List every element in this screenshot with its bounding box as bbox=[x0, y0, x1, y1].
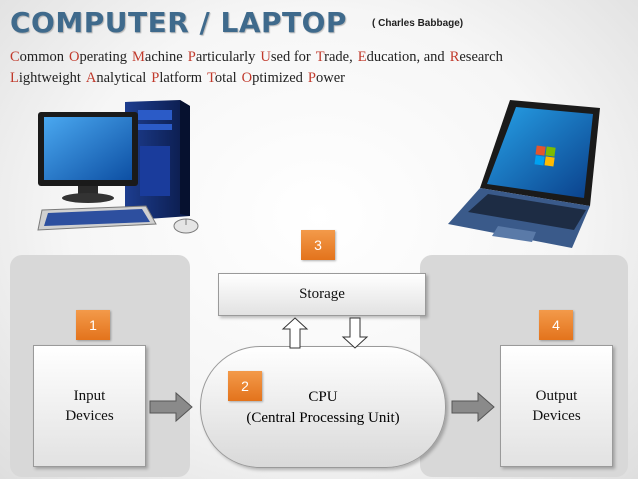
acronym-word: Power bbox=[308, 70, 345, 86]
acronym-initial: O bbox=[68, 49, 80, 65]
acronym-word: Optimized bbox=[242, 70, 303, 86]
acronym-word: Used for bbox=[260, 49, 310, 65]
acronym-initial: P bbox=[307, 70, 316, 86]
output-devices-box: Output Devices bbox=[500, 345, 613, 467]
cpu-label: CPU bbox=[308, 389, 338, 405]
acronym-initial: U bbox=[260, 49, 271, 65]
acronym-word: Operating bbox=[69, 49, 127, 65]
acronym-rest: perating bbox=[79, 49, 127, 65]
acronym-initial: C bbox=[10, 49, 20, 65]
acronym-word: Trade, bbox=[316, 49, 353, 65]
cpu-sublabel: (Central Processing Unit) bbox=[246, 410, 400, 426]
acronym-rest: articularly bbox=[195, 49, 256, 65]
desktop-computer-image bbox=[37, 100, 199, 234]
arrow-cpu-to-output bbox=[451, 391, 495, 423]
acronym-word: Common bbox=[10, 49, 64, 65]
acronym-rest: achine bbox=[144, 49, 183, 65]
acronym-word: Platform bbox=[151, 70, 202, 86]
output-label-line1: Output bbox=[535, 388, 578, 404]
arrow-storage-to-cpu bbox=[341, 317, 369, 349]
input-devices-box: Input Devices bbox=[33, 345, 146, 467]
acronym-rest: rade, bbox=[324, 49, 353, 65]
acronym-word: Research bbox=[450, 49, 503, 65]
acronym-word: Lightweight bbox=[10, 70, 81, 86]
acronym-word: Analytical bbox=[86, 70, 146, 86]
page-subtitle: ( Charles Babbage) bbox=[372, 18, 464, 29]
arrow-input-to-cpu bbox=[149, 391, 193, 423]
acronym-initial: R bbox=[449, 49, 460, 65]
storage-box: Storage bbox=[218, 273, 426, 316]
acronym-initial: E bbox=[357, 49, 367, 65]
cpu-shape: CPU (Central Processing Unit) bbox=[200, 346, 446, 468]
acronym-word: Machine bbox=[132, 49, 183, 65]
acronym-rest: nalytical bbox=[96, 70, 147, 86]
acronym-rest: latform bbox=[159, 70, 203, 86]
acronym-initial: T bbox=[315, 49, 325, 65]
acronym-rest: ommon bbox=[19, 49, 64, 65]
acronym-initial: O bbox=[241, 70, 253, 86]
acronym-rest: otal bbox=[214, 70, 237, 86]
storage-label: Storage bbox=[299, 286, 345, 302]
acronym-rest: ducation, and bbox=[366, 49, 445, 65]
step-number-4: 4 bbox=[539, 310, 573, 340]
acronym-rest: ptimized bbox=[252, 70, 303, 86]
acronym-initial: P bbox=[151, 70, 160, 86]
step-number-1: 1 bbox=[76, 310, 110, 340]
acronym-rest: ightweight bbox=[18, 70, 81, 86]
input-label-line1: Input bbox=[73, 388, 106, 404]
acronym-initial: M bbox=[131, 49, 145, 65]
acronym-word: Education, and bbox=[358, 49, 445, 65]
laptop-image bbox=[448, 100, 600, 248]
acronym-initial: A bbox=[85, 70, 97, 86]
acronym-word: Total bbox=[207, 70, 237, 86]
acronym-rest: ower bbox=[315, 70, 345, 86]
acronym-initial: L bbox=[10, 70, 19, 86]
acronym-rest: esearch bbox=[459, 49, 503, 65]
step-number-2: 2 bbox=[228, 371, 262, 401]
acronym-initial: P bbox=[187, 49, 196, 65]
acronym-initial: T bbox=[207, 70, 215, 86]
output-label-line2: Devices bbox=[532, 408, 581, 424]
arrow-cpu-to-storage bbox=[281, 317, 309, 349]
acronym-rest: sed for bbox=[270, 49, 311, 65]
step-number-3: 3 bbox=[301, 230, 335, 260]
acronym-word: Particularly bbox=[188, 49, 256, 65]
input-label-line2: Devices bbox=[65, 408, 114, 424]
page-title: COMPUTER / LAPTOP bbox=[10, 6, 347, 39]
